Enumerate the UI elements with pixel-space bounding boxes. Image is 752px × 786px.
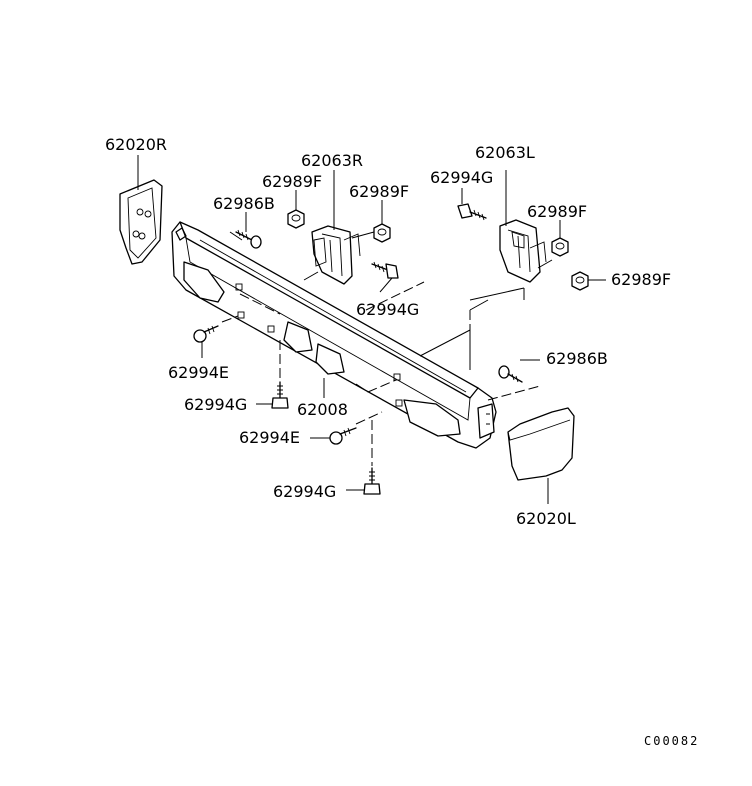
bracket-left — [499, 219, 547, 283]
label-62994g-b: 62994G — [430, 168, 493, 187]
bolt-62994e-b — [329, 427, 357, 445]
label-62986b-b: 62986B — [546, 349, 608, 368]
nut-62989f-a — [287, 209, 305, 229]
side-cap-right — [119, 179, 163, 265]
side-cap-left — [507, 407, 575, 481]
label-62989f-c: 62989F — [527, 202, 587, 221]
label-62063l: 62063L — [475, 143, 535, 162]
label-62020r: 62020R — [105, 135, 167, 154]
bolt-62994g-a — [371, 261, 399, 279]
bolt-62994g-c — [271, 381, 289, 409]
bolt-62994g-d — [363, 467, 381, 495]
nut-62989f-d — [571, 271, 589, 291]
label-62989f-d: 62989F — [611, 270, 671, 289]
label-62994e-a: 62994E — [168, 363, 229, 382]
bumper-beam — [171, 221, 497, 449]
label-62994g-d: 62994G — [273, 482, 336, 501]
center-lines — [221, 281, 541, 466]
bolt-62994g-b — [457, 203, 487, 221]
nut-62989f-b — [373, 223, 391, 243]
bracket-right — [311, 225, 361, 285]
label-62008: 62008 — [297, 400, 348, 419]
figure-code: C00082 — [644, 734, 699, 748]
label-62989f-a: 62989F — [262, 172, 322, 191]
leader-lines — [137, 155, 606, 504]
label-62989f-b: 62989F — [349, 182, 409, 201]
label-62986b-a: 62986B — [213, 194, 275, 213]
label-62994g-c: 62994G — [184, 395, 247, 414]
label-62994e-b: 62994E — [239, 428, 300, 447]
bolt-62994e-a — [193, 325, 219, 343]
label-62020l: 62020L — [516, 509, 576, 528]
label-62063r: 62063R — [301, 151, 363, 170]
bolt-62986b-upper — [235, 229, 262, 249]
nut-62989f-c — [551, 237, 569, 257]
label-62994g-a: 62994G — [356, 300, 419, 319]
bolt-62986b-lower — [498, 365, 523, 383]
